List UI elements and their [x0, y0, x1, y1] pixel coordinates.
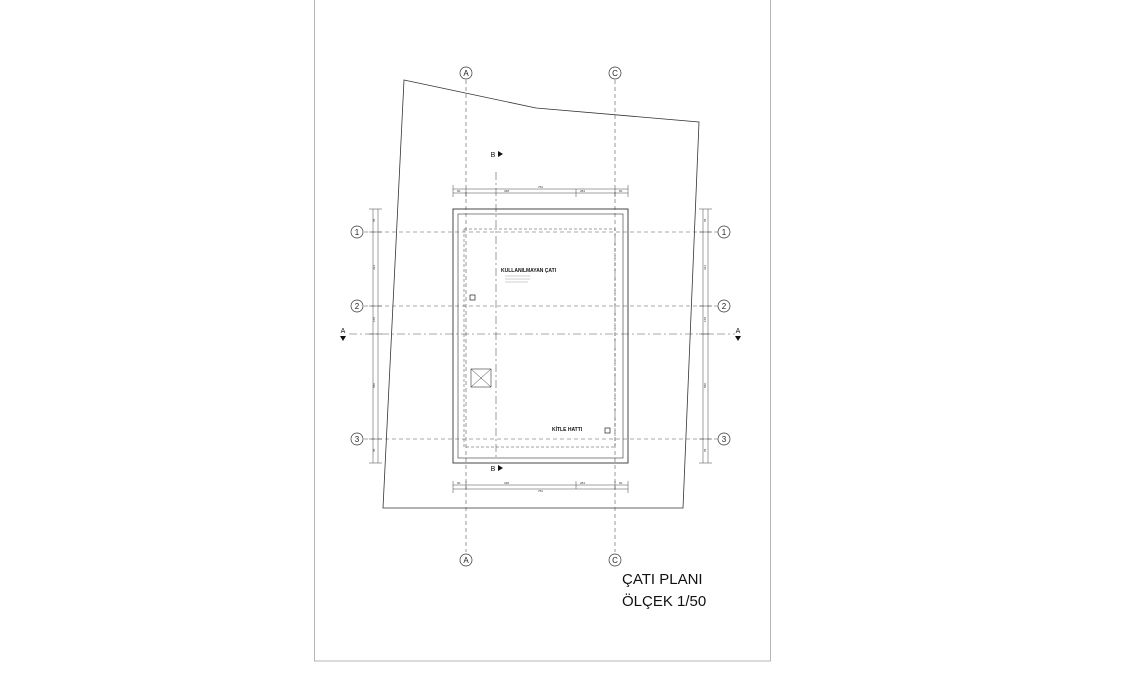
- dimension-text: 65: [703, 448, 707, 452]
- roof-drain-square: [469, 294, 476, 301]
- dimension-text: 284: [580, 189, 585, 193]
- svg-text:2: 2: [355, 302, 360, 311]
- grid-bubble-a-top: A: [459, 66, 473, 80]
- bottom-dimension-chain: 60 348 284 60 752: [452, 481, 629, 493]
- roof-drain-square: [604, 427, 611, 434]
- grid-bubble-a-bottom: A: [459, 553, 473, 567]
- svg-text:2: 2: [722, 302, 727, 311]
- dimension-text: 323: [372, 265, 376, 270]
- svg-text:B: B: [491, 152, 496, 159]
- dimension-text: 65: [372, 448, 376, 452]
- right-dimension-chain: 65 323 168 580 65: [699, 208, 712, 464]
- dimension-text: 323: [703, 265, 707, 270]
- dimension-text: 284: [580, 481, 585, 485]
- left-dimension-chain: 65 323 168 580 65: [369, 208, 382, 464]
- drawing-scale: ÖLÇEK 1/50: [622, 592, 706, 610]
- dimension-text: 168: [703, 317, 707, 322]
- svg-text:A: A: [736, 328, 741, 335]
- section-marker-a-left: A: [340, 328, 346, 341]
- grid-bubble-c-bottom: C: [608, 553, 622, 567]
- dimension-text: 752: [538, 489, 543, 493]
- grid-bubble-3-left: 3: [350, 432, 364, 446]
- roof-outline-mid: [457, 213, 624, 459]
- roof-hatch-box: [470, 368, 492, 388]
- dimension-text: 60: [619, 189, 623, 193]
- dimension-text: 168: [372, 317, 376, 322]
- svg-text:C: C: [612, 69, 618, 78]
- dimension-text: 348: [504, 481, 509, 485]
- dimension-text: 65: [703, 218, 707, 222]
- drawing-title: ÇATI PLANI: [622, 571, 703, 588]
- svg-text:1: 1: [355, 228, 360, 237]
- section-marker-a-right: A: [735, 328, 741, 341]
- roof-label: KULLANILMAYAN ÇATI: [501, 268, 557, 274]
- site-boundary: [382, 79, 700, 509]
- dimension-text: 752: [538, 185, 543, 189]
- dimension-text: 348: [504, 189, 509, 193]
- mass-line-outline: [463, 228, 616, 448]
- svg-text:C: C: [612, 556, 618, 565]
- grid-bubble-c-top: C: [608, 66, 622, 80]
- roof-outline-outer: [452, 208, 629, 464]
- dimension-text: 60: [619, 481, 623, 485]
- grid-bubble-1-right: 1: [717, 225, 731, 239]
- dimension-text: 580: [703, 383, 707, 388]
- grid-bubble-2-right: 2: [717, 299, 731, 313]
- svg-text:A: A: [463, 69, 469, 78]
- section-marker-b-bottom: B: [491, 465, 503, 473]
- svg-text:B: B: [491, 466, 496, 473]
- svg-text:1: 1: [722, 228, 727, 237]
- dimension-text: 60: [457, 481, 461, 485]
- dimension-text: 580: [372, 383, 376, 388]
- grid-bubble-1-left: 1: [350, 225, 364, 239]
- section-marker-b-top: B: [491, 151, 503, 159]
- grid-bubble-2-left: 2: [350, 299, 364, 313]
- dimension-text: 65: [372, 218, 376, 222]
- roof-hatch-cross: [470, 368, 492, 388]
- paper-border: [314, 0, 771, 662]
- mass-line-label: KİTLE HATTI: [552, 426, 583, 433]
- svg-text:3: 3: [722, 435, 727, 444]
- dimension-text: 60: [457, 189, 461, 193]
- svg-text:A: A: [341, 328, 346, 335]
- svg-text:A: A: [463, 556, 469, 565]
- top-dimension-chain: 752 60 348 284 60: [452, 185, 629, 197]
- svg-text:3: 3: [355, 435, 360, 444]
- grid-bubble-3-right: 3: [717, 432, 731, 446]
